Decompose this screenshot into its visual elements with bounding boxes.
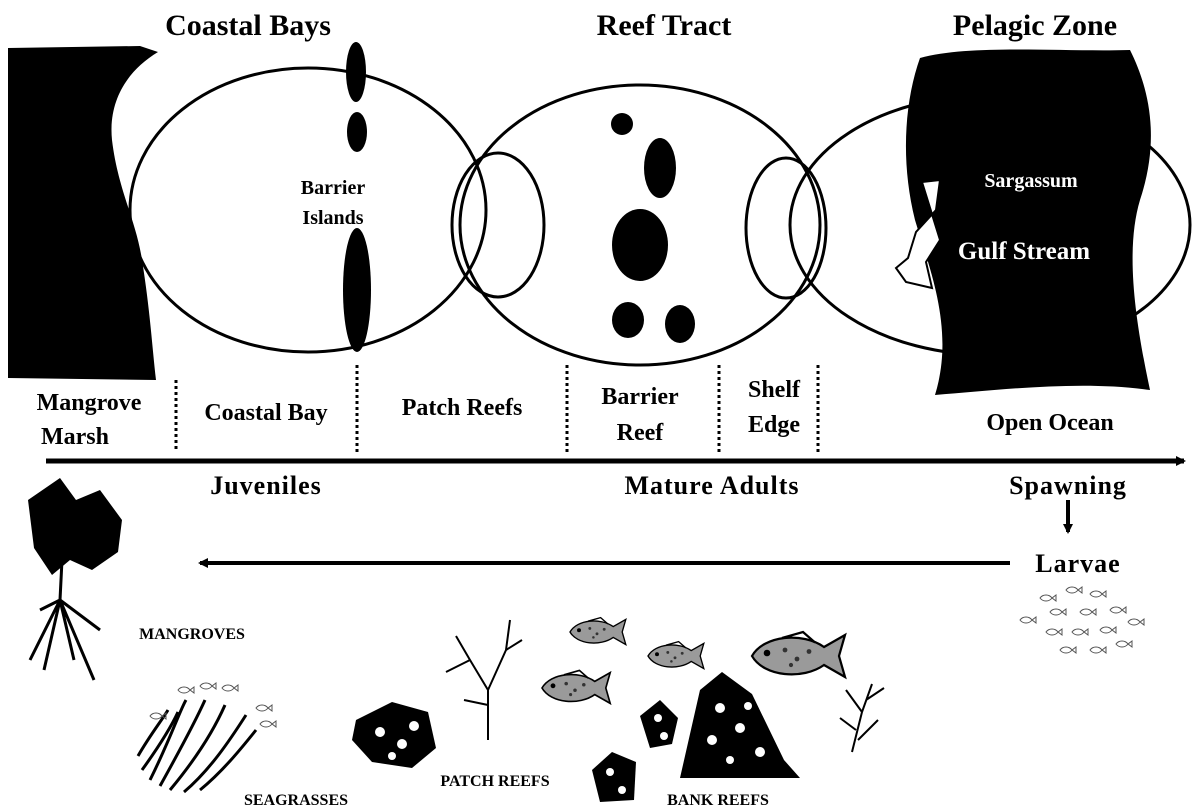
patch-reef-rock-icon — [352, 702, 436, 768]
habitat-seagrasses: SEAGRASSES — [244, 792, 348, 809]
habitat-patch-reefs: PATCH REEFS — [440, 773, 549, 790]
reef-patch-1 — [611, 113, 633, 135]
gulf-stream-mass — [906, 50, 1151, 396]
seagrass-icon — [138, 700, 256, 792]
seagrass-fish-school-icon — [150, 683, 276, 727]
habitat-mangroves: MANGROVES — [139, 626, 245, 643]
patch-reef-ellipse — [452, 153, 544, 297]
barrier-island-1 — [346, 42, 366, 102]
barrier-island-2 — [347, 112, 367, 152]
header-pelagic-zone: Pelagic Zone — [953, 9, 1117, 42]
bank-reef-icon — [592, 672, 800, 802]
zone-barrier-reef-2: Reef — [617, 420, 665, 446]
reef-patch-3 — [612, 209, 668, 281]
reef-patch-4 — [612, 302, 644, 338]
fan-coral-icon — [840, 684, 884, 752]
zone-patch-reefs: Patch Reefs — [402, 395, 523, 421]
zone-open-ocean: Open Ocean — [986, 410, 1113, 436]
sargassum-label: Sargassum — [984, 170, 1078, 192]
zone-shelf-edge-1: Shelf — [748, 377, 801, 403]
barrier-islands-label-1: Barrier — [301, 177, 366, 199]
stage-spawning: Spawning — [1009, 471, 1127, 500]
larvae-school-icon — [1020, 587, 1144, 653]
zone-shelf-edge-2: Edge — [748, 412, 800, 438]
barrier-island-3 — [343, 228, 371, 352]
reef-patch-2 — [644, 138, 676, 198]
reef-patch-5 — [665, 305, 695, 343]
zone-coastal-bay: Coastal Bay — [204, 400, 327, 426]
mangrove-tree-icon — [28, 478, 122, 680]
stage-juveniles: Juveniles — [210, 471, 322, 500]
branching-coral-icon — [446, 620, 522, 740]
habitat-bank-reefs: BANK REEFS — [667, 792, 769, 809]
header-reef-tract: Reef Tract — [597, 9, 732, 42]
stage-larvae: Larvae — [1035, 549, 1120, 578]
stage-mature-adults: Mature Adults — [624, 471, 799, 500]
header-coastal-bays: Coastal Bays — [165, 9, 331, 42]
zone-mangrove-2: Marsh — [41, 424, 109, 450]
zone-mangrove-1: Mangrove — [37, 390, 142, 416]
reef-fish-icons — [542, 616, 1194, 703]
mangrove-landmass — [8, 46, 158, 380]
zone-barrier-reef-1: Barrier — [601, 384, 679, 410]
barrier-islands-label-2: Islands — [302, 207, 363, 229]
gulf-stream-label: Gulf Stream — [958, 238, 1090, 265]
shelf-edge-ellipse — [746, 158, 826, 298]
